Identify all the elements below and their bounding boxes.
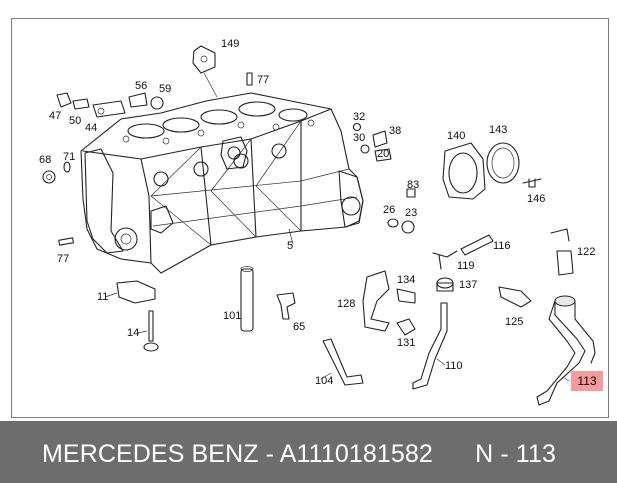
label-119: 119 xyxy=(457,260,475,272)
label-30: 30 xyxy=(353,132,365,144)
part-number: A1110181582 xyxy=(279,440,433,468)
label-83: 83 xyxy=(407,179,419,191)
label-65: 65 xyxy=(293,321,305,333)
part-113-hose[interactable] xyxy=(536,295,596,406)
engine-block-drawing xyxy=(80,92,364,274)
caption-separator: - xyxy=(258,440,280,468)
label-110: 110 xyxy=(445,360,463,372)
part-labels: 149 77 56 59 47 50 44 32 38 30 20 140 14… xyxy=(39,38,595,387)
label-137: 137 xyxy=(459,279,477,291)
caption-bar xyxy=(0,421,617,483)
label-23: 23 xyxy=(405,207,417,219)
small-parts-drawing xyxy=(42,45,574,390)
label-44: 44 xyxy=(85,122,97,134)
label-38: 38 xyxy=(389,125,401,137)
label-125: 125 xyxy=(505,316,523,328)
caption-gap xyxy=(433,440,475,468)
label-131: 131 xyxy=(397,337,415,349)
label-77-lower: 77 xyxy=(57,253,69,265)
label-77: 77 xyxy=(257,74,269,86)
label-146: 146 xyxy=(527,193,545,205)
label-122: 122 xyxy=(577,246,595,258)
caption-text: MERCEDES BENZ - A1110181582 N - 113 xyxy=(42,439,556,469)
label-11: 11 xyxy=(97,291,108,303)
label-128: 128 xyxy=(337,298,355,310)
label-5: 5 xyxy=(287,240,293,252)
label-47: 47 xyxy=(49,110,61,122)
label-14: 14 xyxy=(127,327,139,339)
label-32: 32 xyxy=(353,111,365,123)
highlighted-part-label[interactable]: 113 xyxy=(571,371,603,391)
label-59: 59 xyxy=(159,83,171,95)
label-104: 104 xyxy=(315,375,333,387)
parts-diagram-panel: 149 77 56 59 47 50 44 32 38 30 20 140 14… xyxy=(11,18,609,418)
label-71: 71 xyxy=(63,151,75,163)
leader-lines xyxy=(104,228,570,382)
brand-name: MERCEDES BENZ xyxy=(42,440,259,468)
label-50: 50 xyxy=(69,115,81,127)
label-26: 26 xyxy=(383,204,395,216)
engine-block-exploded-diagram: 149 77 56 59 47 50 44 32 38 30 20 140 14… xyxy=(39,38,596,406)
label-149: 149 xyxy=(221,38,239,50)
label-68: 68 xyxy=(39,154,51,166)
label-140: 140 xyxy=(447,130,465,142)
label-134: 134 xyxy=(397,274,415,286)
label-56: 56 xyxy=(135,80,147,92)
label-143: 143 xyxy=(489,124,507,136)
diagram-position: N - 113 xyxy=(475,440,556,468)
label-116: 116 xyxy=(493,240,511,252)
label-20: 20 xyxy=(377,148,389,160)
label-101: 101 xyxy=(223,310,241,322)
